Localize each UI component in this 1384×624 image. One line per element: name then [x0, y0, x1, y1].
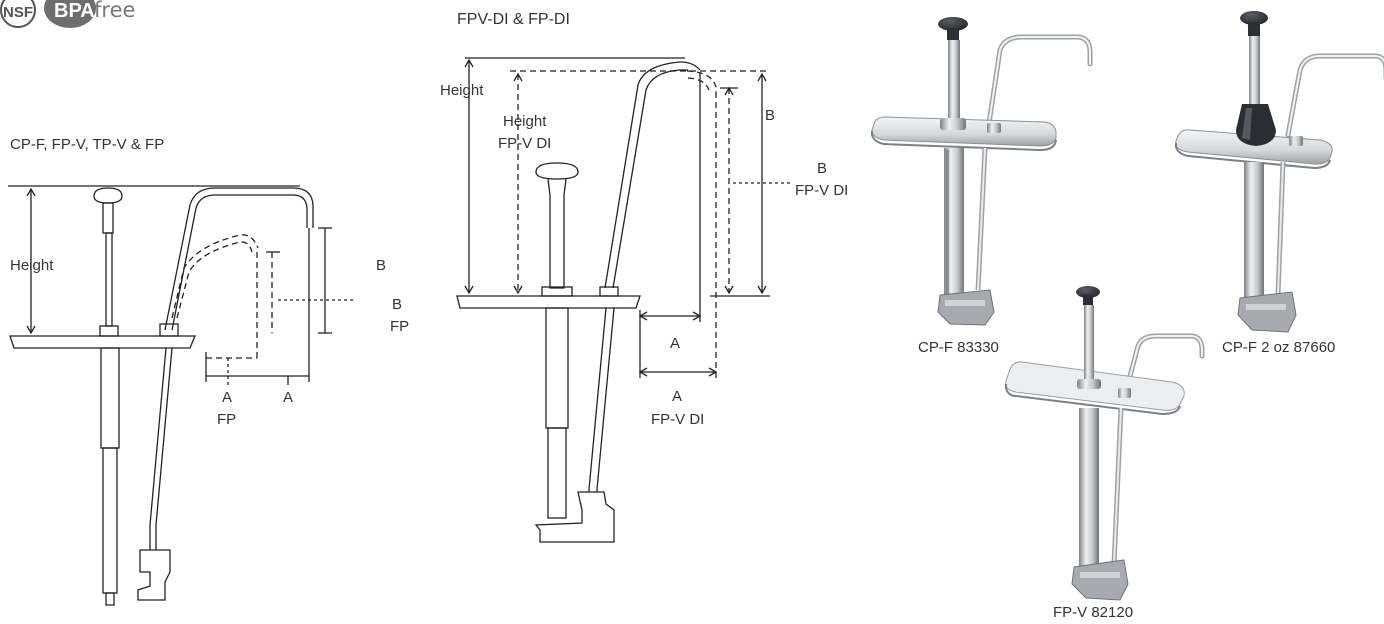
diagram-middle-title: FPV-DI & FP-DI: [457, 11, 570, 28]
free-text: free: [94, 0, 135, 22]
a-fp-label-2: FP: [217, 411, 236, 428]
diagram-left: CP-F, FP-V, TP-V & FP Height: [8, 136, 409, 606]
height-fpv-label-2: FP-V DI: [498, 135, 551, 152]
check-valve: [534, 491, 615, 543]
a-label: A: [670, 335, 680, 352]
fp-spout-tube: [171, 234, 259, 319]
b-fpv-label-2: FP-V DI: [795, 182, 848, 199]
height-fpv-label: Height: [503, 113, 547, 130]
bpa-text: BPA: [54, 0, 95, 22]
spout-tube: [164, 187, 314, 331]
a-label: A: [283, 389, 293, 406]
product-photo-cp-f-83330: CP-F 83330: [871, 17, 1093, 356]
height-label: Height: [10, 257, 54, 274]
diagram-middle: FPV-DI & FP-DI Height Height FP-V DI: [440, 11, 848, 543]
black-knob: [938, 17, 968, 31]
check-valve: [137, 549, 171, 601]
b-fp-label-2: FP: [390, 318, 409, 335]
a-fp-label: A: [222, 389, 232, 406]
caption-3: FP-V 82120: [1053, 604, 1133, 621]
product-photo-cp-f-2oz-87660: CP-F 2 oz 87660: [1175, 11, 1384, 356]
b-fp-label: B: [392, 296, 402, 313]
plunger-knob: [93, 187, 123, 204]
caption-1: CP-F 83330: [918, 339, 999, 356]
black-knob: [1240, 11, 1268, 25]
bpa-free-logo: BPA free: [44, 0, 135, 28]
height-label: Height: [440, 82, 484, 99]
spout-tube: [604, 61, 701, 289]
lid-plate: [456, 295, 641, 309]
b-fpv-label: B: [817, 160, 827, 177]
a-fpv-label: A: [672, 388, 682, 405]
plunger-knob: [535, 162, 579, 180]
badges: NSF BPA free: [0, 0, 135, 28]
caption-2: CP-F 2 oz 87660: [1222, 339, 1335, 356]
lid-plate: [9, 335, 196, 349]
black-cylinder: [1236, 104, 1276, 146]
nsf-text: NSF: [3, 4, 33, 21]
b-label: B: [765, 107, 775, 124]
nsf-logo: NSF: [0, 0, 36, 28]
product-photo-fp-v-82120: FP-V 82120: [1005, 286, 1205, 621]
black-knob: [1076, 286, 1100, 298]
b-label: B: [376, 257, 386, 274]
a-fpv-label-2: FP-V DI: [651, 411, 704, 428]
diagram-left-title: CP-F, FP-V, TP-V & FP: [10, 136, 164, 153]
